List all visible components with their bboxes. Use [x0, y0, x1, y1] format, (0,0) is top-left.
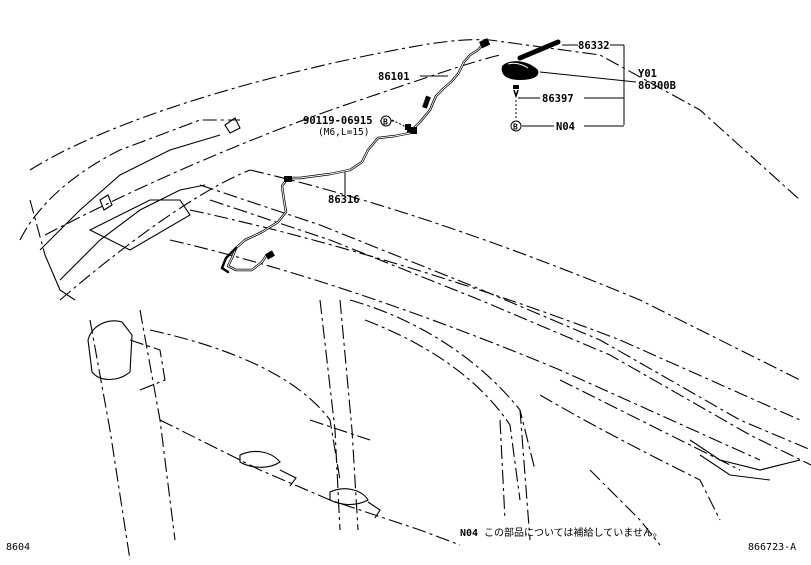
- label-86101: 86101: [378, 71, 410, 83]
- label-86300b: 86300B: [638, 80, 676, 92]
- part-labels: 86332 Y01 86300B 86101 86397 90119-06915…: [303, 40, 676, 206]
- harness-86316: [220, 131, 412, 274]
- marker-n04-b: B: [510, 120, 522, 132]
- footer-left-code: 8604: [6, 542, 30, 553]
- marker-n04-b-text: B: [513, 123, 518, 132]
- label-y01: Y01: [638, 68, 657, 80]
- footer-note-text: この部品については補給していません。: [484, 526, 663, 539]
- label-86397: 86397: [542, 93, 574, 105]
- footer-note-code: N04: [460, 528, 478, 539]
- label-bolt-part-number: 90119-06915: [303, 115, 373, 127]
- footer: 8604 N04 この部品については補給していません。 866723-A: [6, 526, 796, 553]
- label-86316: 86316: [328, 194, 360, 206]
- marker-bolt-b-text: B: [383, 118, 388, 127]
- harness-86101: [407, 38, 491, 134]
- footer-figure-id: 866723-A: [748, 542, 796, 553]
- label-n04: N04: [556, 121, 575, 133]
- label-bolt-spec: (M6,L=15): [318, 127, 369, 138]
- bolt-connector: [391, 119, 411, 130]
- vehicle-body-outline: [19, 39, 811, 561]
- marker-bolt-b: B: [380, 115, 392, 127]
- label-86332: 86332: [578, 40, 610, 52]
- antenna-assembly: [501, 39, 561, 120]
